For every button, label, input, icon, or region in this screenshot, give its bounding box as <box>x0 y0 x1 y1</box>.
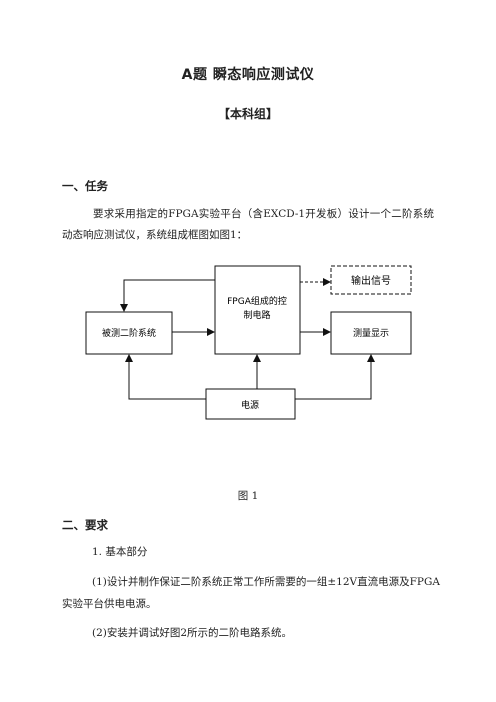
arrow-fpga-to-system <box>120 279 215 312</box>
page-title: A题 瞬态响应测试仪 <box>181 67 315 83</box>
section-requirements-heading: 二、要求 <box>62 518 108 532</box>
output-signal-label: 输出信号 <box>351 274 391 287</box>
basic-part-heading: 1. 基本部分 <box>92 546 148 558</box>
requirement-2: (2)安装并调试好图2所示的二阶电路系统。 <box>92 627 293 639</box>
system-under-test-label: 被测二阶系统 <box>102 327 156 339</box>
power-box <box>205 388 296 420</box>
fpga-box-label-line1: FPGA组成的控 <box>227 295 287 307</box>
requirement-1-line2: 实验平台供电电源。 <box>62 598 157 610</box>
arrow-power-to-system <box>125 354 206 400</box>
figure-caption: 图 1 <box>237 490 259 502</box>
power-label: 电源 <box>241 399 259 411</box>
output-signal-box <box>330 265 412 295</box>
task-paragraph: 要求采用指定的FPGA实验平台（含EXCD-1开发板）设计一个二阶系统动态响应测… <box>62 208 434 241</box>
group-label: 【本科组】 <box>217 107 278 121</box>
fpga-box-label-line2: 制电路 <box>243 309 270 321</box>
arrow-power-to-display <box>295 354 375 400</box>
fpga-control-box <box>214 265 301 355</box>
measurement-display-label: 测量显示 <box>353 328 389 339</box>
section-task-heading: 一、任务 <box>62 179 108 193</box>
requirement-1-line1: (1)设计并制作保证二阶系统正常工作所需要的一组±12V直流电源及FPGA <box>92 576 440 588</box>
